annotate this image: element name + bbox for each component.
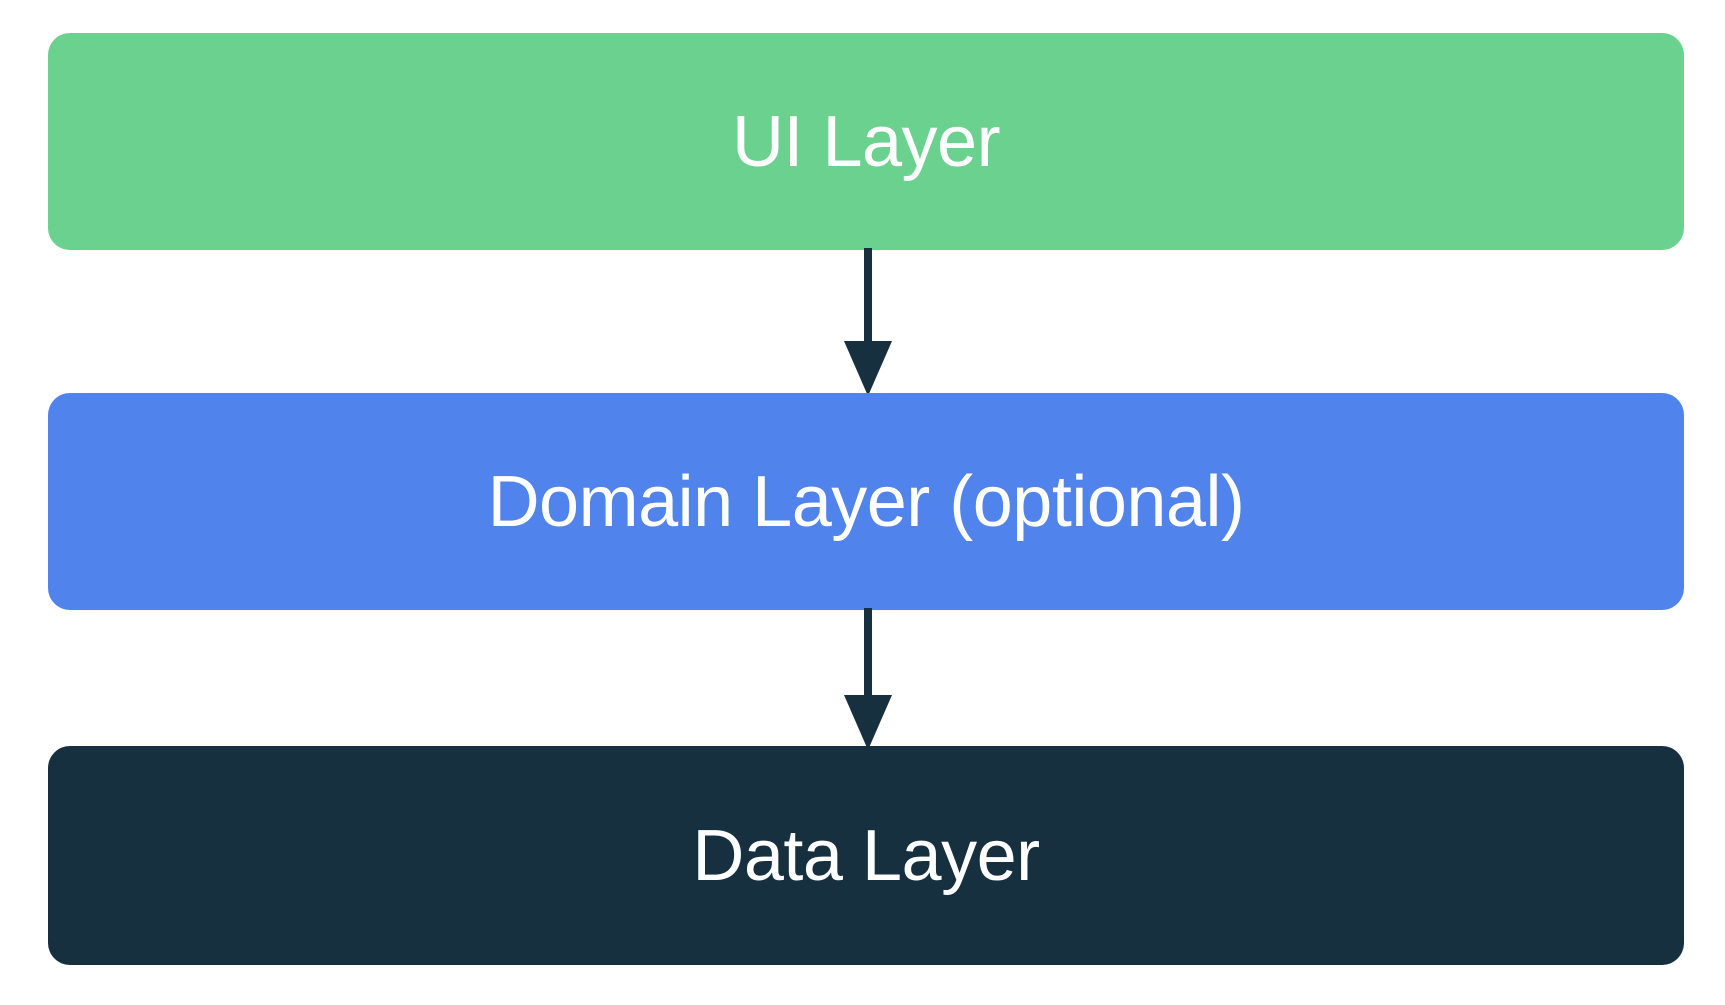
layer-box-ui[interactable]: UI Layer bbox=[48, 33, 1684, 250]
layer-label-ui: UI Layer bbox=[731, 101, 1001, 182]
arrow-domain-to-data bbox=[838, 608, 898, 750]
layer-box-data[interactable]: Data Layer bbox=[48, 746, 1684, 965]
layer-label-domain: Domain Layer (optional) bbox=[487, 461, 1245, 542]
layer-box-domain[interactable]: Domain Layer (optional) bbox=[48, 393, 1684, 610]
arrow-down-icon bbox=[844, 608, 892, 750]
arrow-down-icon bbox=[844, 248, 892, 396]
layer-label-data: Data Layer bbox=[692, 815, 1040, 896]
arrow-ui-to-domain bbox=[838, 248, 898, 396]
